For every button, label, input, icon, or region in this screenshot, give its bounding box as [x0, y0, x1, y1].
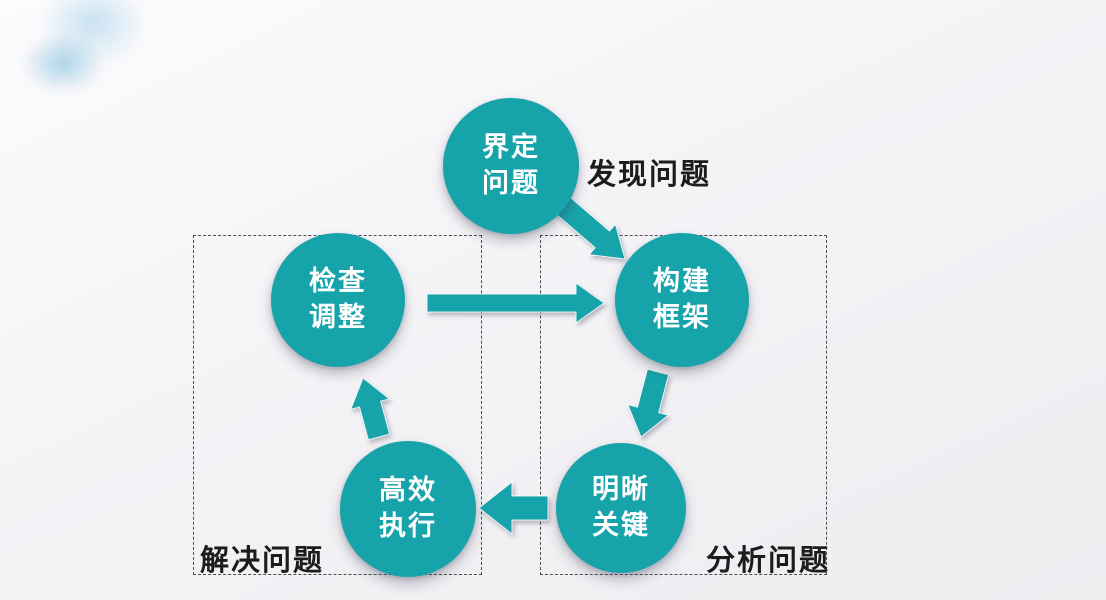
node-efficient-execution-line1: 高效: [379, 475, 437, 506]
stage-label-solve-problem: 解决问题: [200, 545, 325, 577]
node-build-framework-line1: 构建: [653, 266, 711, 297]
node-build-framework: 构建 框架: [615, 233, 749, 367]
node-define-problem-line1: 界定: [482, 132, 540, 163]
node-check-adjust-line2: 调整: [309, 302, 367, 332]
node-clarify-key-line1: 明晰: [592, 474, 650, 505]
node-define-problem: 界定 问题: [443, 98, 579, 234]
node-efficient-execution-line2: 执行: [379, 511, 437, 541]
node-check-adjust-line1: 检查: [309, 266, 367, 297]
watermark-smudge: [18, 0, 168, 118]
node-efficient-execution: 高效 执行: [340, 441, 476, 577]
node-clarify-key: 明晰 关键: [556, 443, 686, 573]
stage-label-discover-problem: 发现问题: [587, 159, 712, 191]
node-define-problem-line2: 问题: [482, 168, 540, 198]
node-check-adjust: 检查 调整: [271, 233, 405, 367]
node-clarify-key-line2: 关键: [592, 510, 650, 540]
stage-label-analyze-problem: 分析问题: [706, 545, 831, 577]
node-build-framework-line2: 框架: [653, 302, 711, 332]
arrow-clarify-to-execute-icon: [478, 480, 549, 536]
